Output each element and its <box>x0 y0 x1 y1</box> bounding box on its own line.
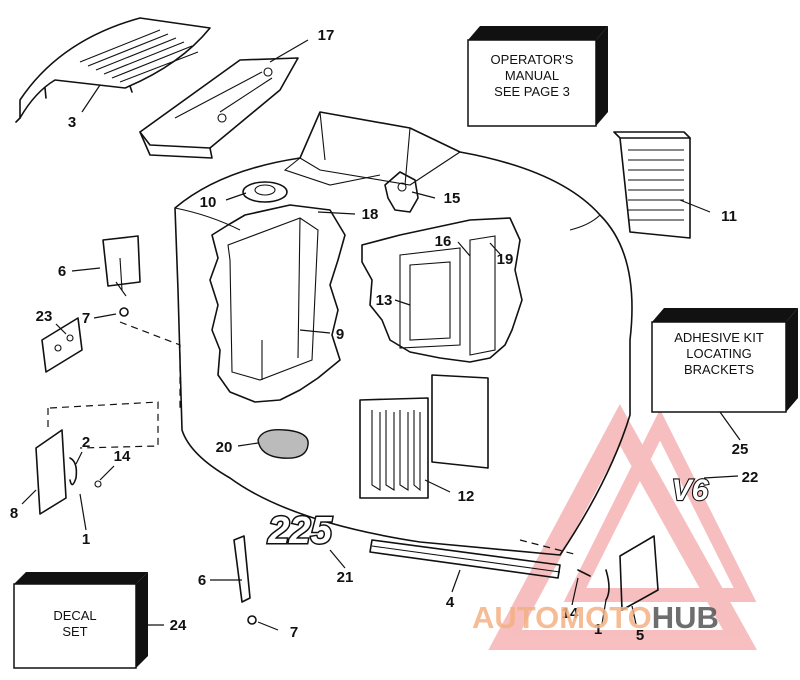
sound-pad <box>257 429 309 459</box>
decal-set-line-2: SET <box>62 624 87 639</box>
callout-17: 17 <box>318 27 335 44</box>
callout-1-left: 1 <box>82 531 90 548</box>
callout-11: 11 <box>721 208 737 225</box>
adhesive-kit-box: ADHESIVE KIT LOCATING BRACKETS <box>651 308 798 413</box>
callout-6-upper: 6 <box>58 263 66 280</box>
callout-6-lower: 6 <box>198 572 206 589</box>
operators-manual-line-3: SEE PAGE 3 <box>494 84 570 99</box>
callout-18: 18 <box>362 206 379 223</box>
callout-5: 5 <box>636 627 644 644</box>
operators-manual-box: OPERATOR'S MANUAL SEE PAGE 3 <box>467 26 608 127</box>
watermark-part-2: HUB <box>652 600 719 635</box>
svg-text:AUTOMOTOHUB: AUTOMOTOHUB <box>472 600 719 635</box>
callout-14-right: 14 <box>562 605 579 622</box>
callout-15: 15 <box>444 190 461 207</box>
watermark-part-1: AUTOMOTO <box>472 600 652 635</box>
callout-21: 21 <box>337 569 354 586</box>
locating-bracket-23 <box>41 317 83 373</box>
decal-6-upper <box>102 235 141 297</box>
main-cowl <box>174 111 633 556</box>
model-decal-text: 225 <box>267 510 332 552</box>
callout-1-right: 1 <box>594 621 602 638</box>
v6-decal: V6 <box>671 473 710 508</box>
trim-strip <box>369 539 561 579</box>
callout-8: 8 <box>10 505 18 522</box>
callout-9: 9 <box>336 326 344 343</box>
callout-19: 19 <box>497 251 514 268</box>
callout-12: 12 <box>458 488 475 505</box>
decal-set-box: DECAL SET <box>13 572 148 669</box>
callout-7-upper: 7 <box>82 310 90 327</box>
leader-lines <box>21 39 741 631</box>
v6-decal-text: V6 <box>672 474 709 507</box>
callout-2: 2 <box>82 434 90 451</box>
callout-14-left: 14 <box>114 448 131 465</box>
rear-cover <box>139 57 299 159</box>
model-decal-225: 225 <box>266 509 334 554</box>
bracket-5 <box>577 535 659 611</box>
watermark-logo <box>488 404 758 650</box>
callout-10: 10 <box>200 194 217 211</box>
callout-23: 23 <box>36 308 53 325</box>
callout-22: 22 <box>742 469 759 486</box>
callout-25: 25 <box>732 441 749 458</box>
callout-13: 13 <box>376 292 393 309</box>
watermark-text: AUTOMOTOHUB <box>472 600 719 635</box>
callout-labels: 3 17 10 18 15 11 16 19 6 23 7 13 9 20 2 … <box>10 27 759 644</box>
callout-7-lower: 7 <box>290 624 298 641</box>
latch-handle <box>384 171 419 213</box>
callout-20: 20 <box>216 439 233 456</box>
callout-3: 3 <box>68 114 76 131</box>
adhesive-kit-line-2: LOCATING <box>686 346 752 361</box>
operators-manual-line-2: MANUAL <box>505 68 559 83</box>
adhesive-kit-line-3: BRACKETS <box>684 362 754 377</box>
upper-grille-cover <box>15 17 211 123</box>
side-grille <box>613 131 691 239</box>
callout-24: 24 <box>170 617 187 634</box>
filler-cap <box>242 181 288 203</box>
adhesive-kit-line-1: ADHESIVE KIT <box>674 330 764 345</box>
callout-4: 4 <box>446 594 455 611</box>
bracket-6-lower <box>233 535 257 625</box>
operators-manual-line-1: OPERATOR'S <box>491 52 574 67</box>
decal-set-line-1: DECAL <box>53 608 96 623</box>
callout-16: 16 <box>435 233 452 250</box>
fastener-7-upper <box>119 307 129 317</box>
bracket-8 <box>35 429 102 515</box>
